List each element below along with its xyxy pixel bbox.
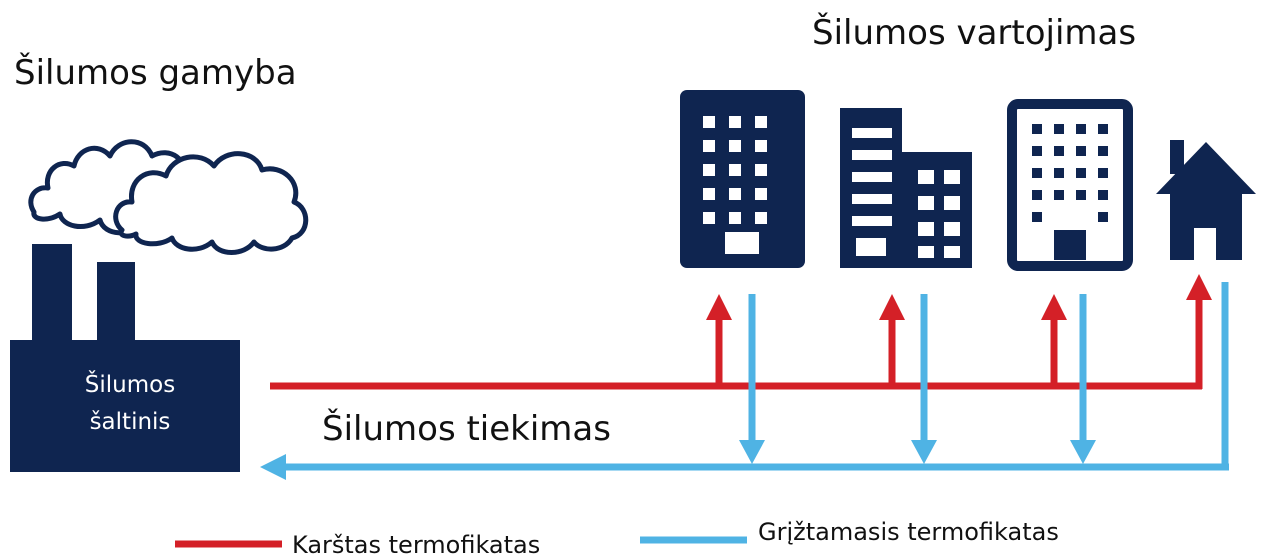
chimney-left — [32, 244, 72, 344]
up-arrow-icon — [706, 294, 732, 320]
up-arrow-icon — [1186, 274, 1212, 300]
apartment-building-icon — [840, 108, 972, 268]
return-pipe — [280, 282, 1229, 471]
factory-body — [10, 340, 240, 472]
down-arrow-icon — [1070, 440, 1096, 464]
chimney-right — [97, 262, 135, 344]
hot-supply-pipe — [270, 298, 1203, 390]
supply-label: Šilumos tiekimas — [322, 408, 611, 449]
left-arrow-icon — [260, 454, 286, 480]
hot-supply-arrowheads — [706, 274, 1212, 320]
consumption-title: Šilumos vartojimas — [812, 12, 1136, 53]
down-arrow-icon — [739, 440, 765, 464]
legend-hot-label: Karštas termofikatas — [292, 531, 540, 555]
source-label-line1: Šilumos — [85, 370, 175, 398]
up-arrow-icon — [1041, 294, 1067, 320]
production-title: Šilumos gamyba — [14, 52, 297, 93]
source-label-line2: šaltinis — [90, 409, 171, 435]
legend-return-label: Grįžtamasis termofikatas — [758, 518, 1059, 546]
smoke-cloud-icon — [28, 139, 309, 255]
up-arrow-icon — [879, 294, 905, 320]
return-arrowheads — [260, 440, 1096, 480]
office-building-icon — [680, 90, 805, 268]
tower-building-icon — [1007, 99, 1133, 271]
house-icon — [1156, 140, 1256, 260]
factory-icon — [10, 244, 240, 472]
legend: Karštas termofikatas Grįžtamasis termofi… — [175, 518, 1059, 555]
down-arrow-icon — [911, 440, 937, 464]
